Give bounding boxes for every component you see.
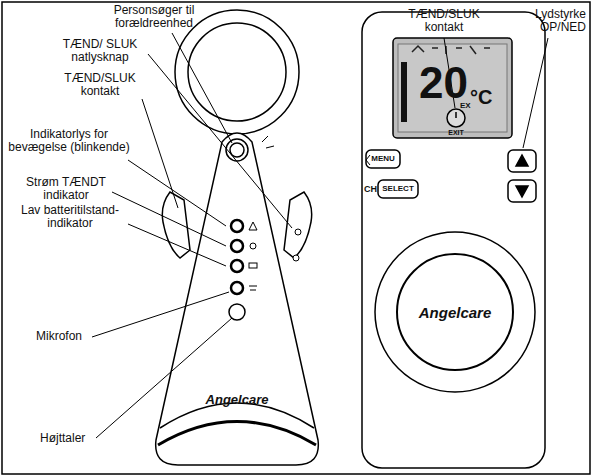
callout-label: TÆND/SLUK kontakt [396, 8, 492, 34]
parent-unit [362, 12, 545, 468]
callout-label: TÆND/ SLUK natlysknap [45, 38, 155, 64]
brand-logo: Angelcare [197, 392, 277, 407]
callout-label: Mikrofon [36, 330, 106, 343]
button-label: CH [364, 183, 378, 195]
brand-logo: Angelcare [405, 304, 505, 321]
callout-label: Højttaler [40, 432, 110, 445]
leader-lines [92, 33, 548, 438]
callout-label: Lydstyrke OP/NED [514, 8, 586, 34]
button-label: EX [460, 101, 480, 111]
callout-label: Personsøger til forældreenhed [92, 4, 216, 30]
lcd-unit: °C [470, 86, 500, 108]
lcd-temperature: 20 [412, 60, 468, 106]
unit-body [156, 133, 319, 465]
callout-label: Lav batteritilstand-indikator [4, 204, 136, 230]
button-label: EXIT [440, 128, 472, 137]
callout-label: Strøm TÆNDT indikator [10, 176, 122, 202]
right-wing [284, 192, 312, 258]
button-label: MENU [366, 153, 400, 165]
button-label: SELECT [378, 183, 418, 195]
callout-label: TÆND/SLUK kontakt [48, 72, 152, 98]
baby-unit [156, 10, 319, 465]
callout-label: Indikatorlys for bevægelse (blinkende) [6, 128, 132, 154]
